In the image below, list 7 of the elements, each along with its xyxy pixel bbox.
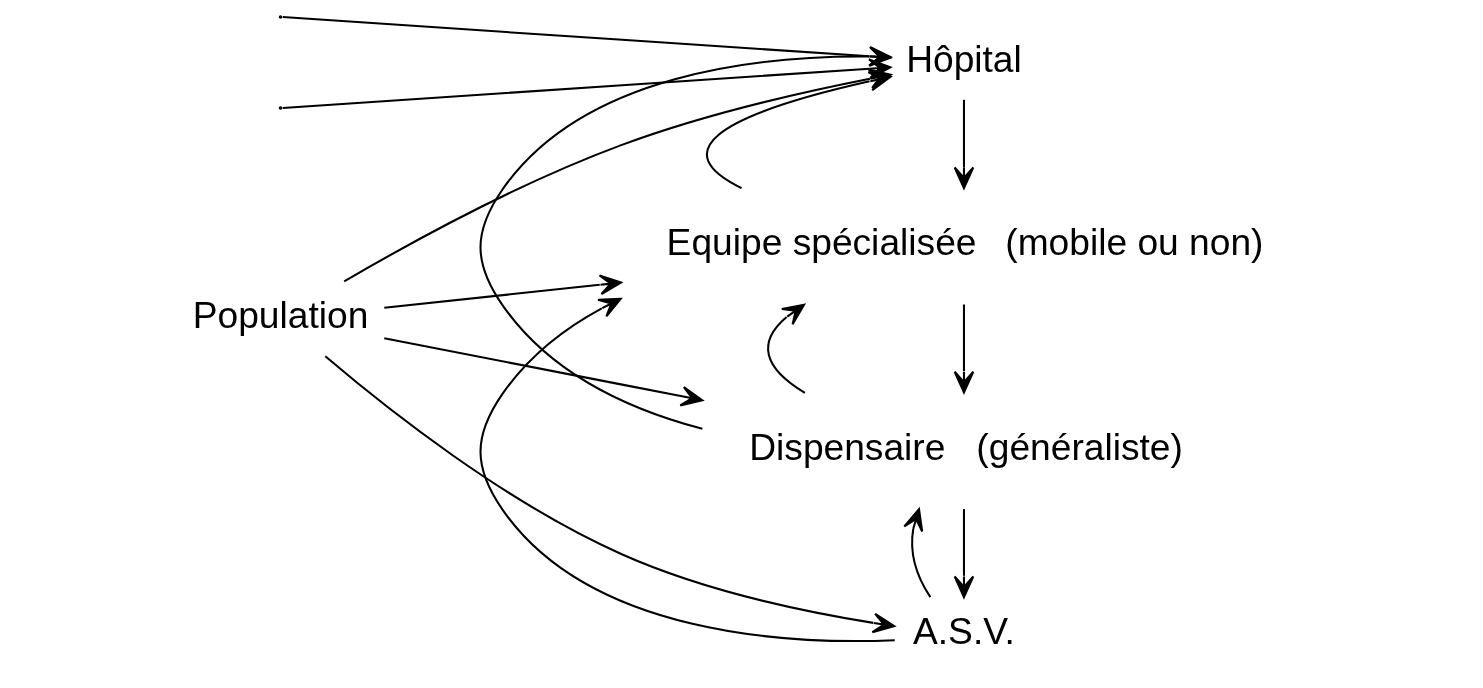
node-label: (généraliste) xyxy=(975,425,1183,468)
node-text: Population xyxy=(192,293,368,336)
node-text: Hôpital xyxy=(905,37,1022,80)
node-label: (mobile ou non) xyxy=(1004,221,1263,264)
node-text: Equipe spécialisée xyxy=(666,221,976,264)
node-text: Dispensaire xyxy=(748,425,945,468)
node-text: A.S.V. xyxy=(912,609,1015,652)
